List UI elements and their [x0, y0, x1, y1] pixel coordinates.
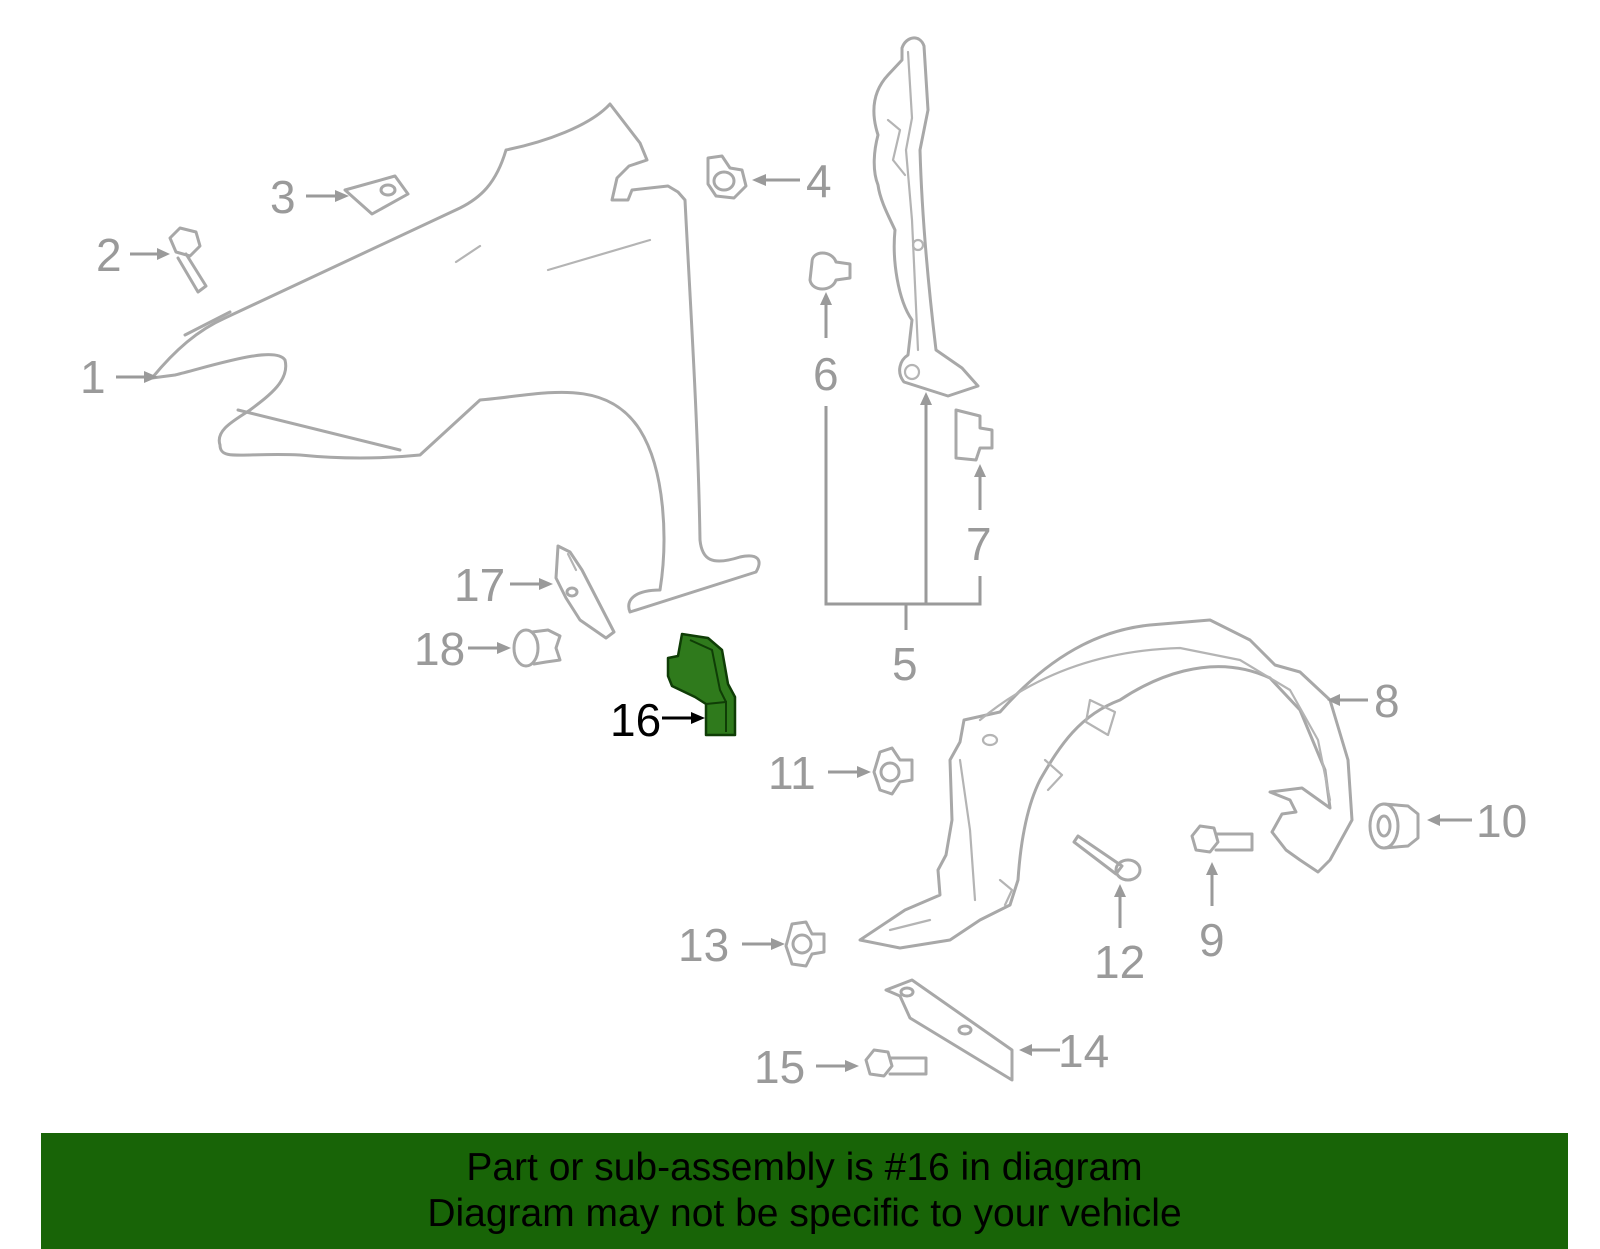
- callout-13[interactable]: 13: [678, 919, 729, 971]
- part-6-clip: [808, 251, 852, 291]
- callout-9[interactable]: 9: [1199, 914, 1225, 966]
- callout-4[interactable]: 4: [806, 155, 832, 207]
- callout-17[interactable]: 17: [454, 559, 505, 611]
- part-2-bolt: [168, 226, 208, 294]
- part-11-clip: [872, 746, 914, 796]
- callout-12[interactable]: 12: [1094, 936, 1145, 988]
- part-12-screw: [1072, 834, 1142, 882]
- callout-1[interactable]: 1: [80, 351, 106, 403]
- part-4-clip: [706, 154, 748, 200]
- info-banner: Part or sub-assembly is #16 in diagram D…: [41, 1133, 1568, 1249]
- callout-8[interactable]: 8: [1374, 675, 1400, 727]
- part-14-strip: [884, 978, 1014, 1082]
- leader-lines: [116, 174, 1472, 1072]
- part-1-fender: [150, 102, 761, 614]
- callout-15[interactable]: 15: [754, 1041, 805, 1093]
- banner-line-1: Part or sub-assembly is #16 in diagram: [466, 1146, 1143, 1189]
- callout-14[interactable]: 14: [1058, 1025, 1109, 1077]
- part-7-retainer: [954, 408, 994, 462]
- part-10-nut: [1368, 802, 1420, 850]
- callout-7[interactable]: 7: [966, 518, 992, 570]
- part-17-bracket: [554, 544, 616, 640]
- callout-16[interactable]: 16: [610, 694, 661, 746]
- callout-18[interactable]: 18: [414, 623, 465, 675]
- callout-3[interactable]: 3: [270, 171, 296, 223]
- part-18-clip: [512, 628, 562, 668]
- part-5-bracket: [872, 36, 980, 398]
- part-9-bolt: [1190, 824, 1254, 854]
- callout-2[interactable]: 2: [96, 229, 122, 281]
- callout-5[interactable]: 5: [892, 638, 918, 690]
- callout-6[interactable]: 6: [813, 348, 839, 400]
- part-15-bolt: [864, 1048, 928, 1078]
- part-8-liner: [858, 618, 1354, 950]
- callout-11[interactable]: 11: [768, 747, 816, 799]
- banner-line-2: Diagram may not be specific to your vehi…: [427, 1192, 1182, 1235]
- part-13-clip: [784, 920, 826, 968]
- callout-10[interactable]: 10: [1476, 795, 1527, 847]
- part-16-highlighted[interactable]: [666, 632, 737, 737]
- callout-numbers: 1 2 3 4 5 6 7 8 9 10 11 12 13 14 15 16 1…: [80, 155, 1527, 1093]
- part-3-clip: [343, 174, 410, 216]
